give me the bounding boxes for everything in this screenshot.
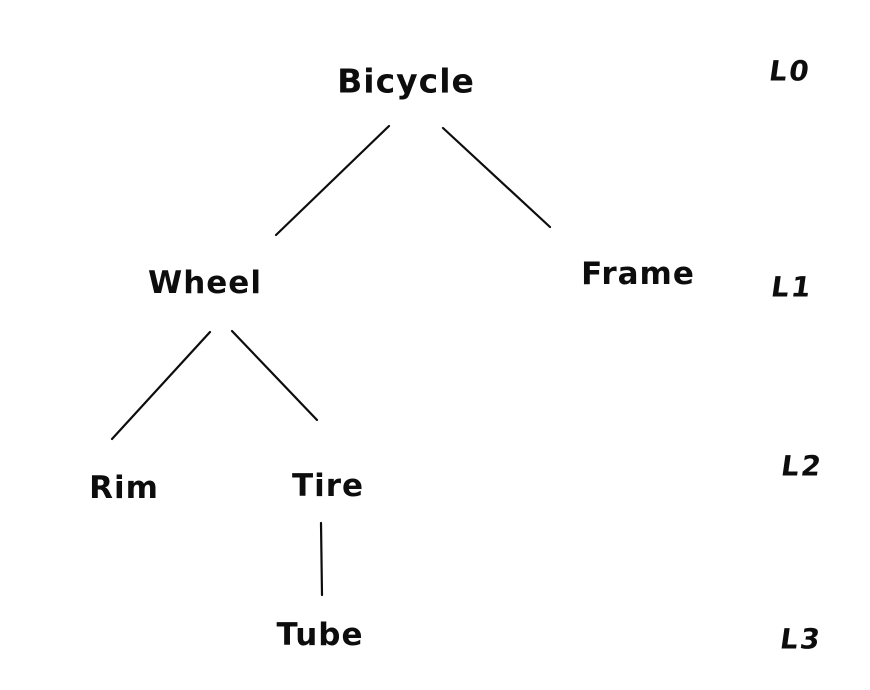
tree-node-frame: Frame (581, 256, 695, 292)
level-label-l3: L3 (778, 622, 824, 656)
level-label-l0: L0 (767, 54, 813, 88)
tree-node-wheel: Wheel (148, 265, 262, 301)
tree-node-bicycle: Bicycle (337, 61, 475, 101)
edge-wheel-tire (230, 329, 319, 422)
level-label-l1: L1 (769, 270, 815, 304)
edge-bicycle-frame (441, 126, 552, 229)
tree-node-rim: Rim (89, 470, 159, 506)
edge-wheel-rim (110, 330, 212, 441)
edge-bicycle-wheel (274, 124, 391, 237)
level-label-l2: L2 (779, 449, 825, 483)
tree-node-tube: Tube (276, 617, 364, 653)
edge-tire-tube (319, 521, 324, 597)
tree-node-tire: Tire (291, 468, 365, 504)
